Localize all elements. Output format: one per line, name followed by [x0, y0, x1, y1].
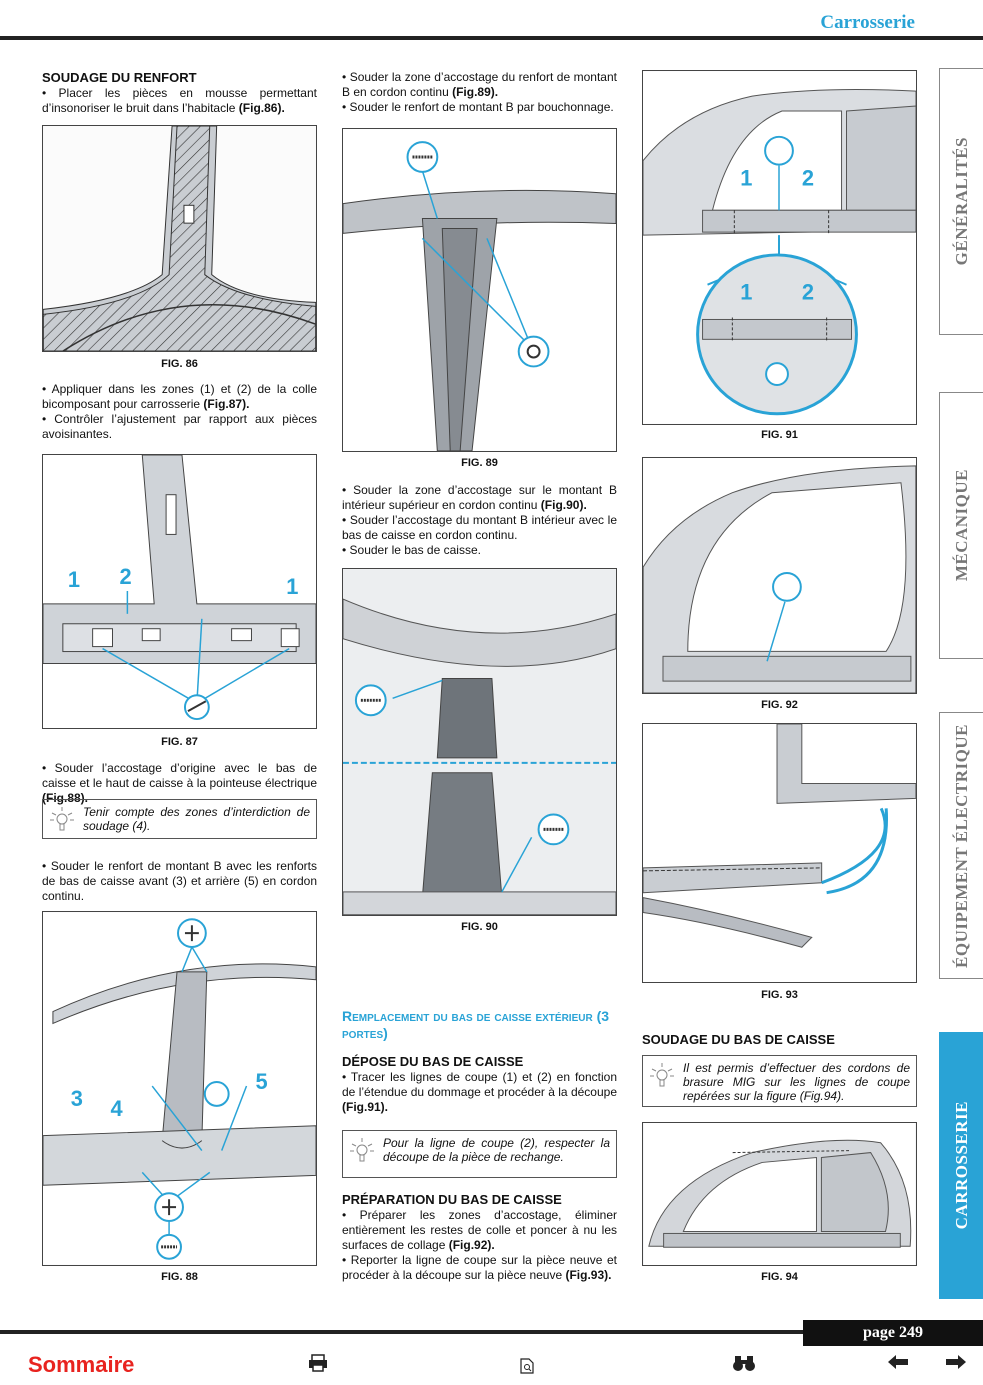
col2-instructions-a: • Souder la zone d’accostage sur le mont… [342, 483, 617, 558]
figure-86 [42, 125, 317, 352]
fig87-callout-1b: 1 [286, 574, 298, 599]
print-icon[interactable] [308, 1354, 328, 1377]
binoculars-icon[interactable] [732, 1354, 756, 1377]
arrow-right-icon[interactable] [945, 1354, 967, 1375]
tab-generalites[interactable]: GÉNÉRALITÉS [939, 68, 983, 335]
figure-92-drawing [643, 458, 916, 693]
figure-88: 3 4 5 [42, 911, 317, 1266]
section-heading: Remplacement du bas de caisse extérieur … [342, 1008, 610, 1041]
fig91-callout-2: 2 [802, 165, 814, 190]
sommaire-link[interactable]: Sommaire [28, 1352, 135, 1377]
tab-equipement-electrique[interactable]: ÉQUIPEMENT ÉLECTRIQUE [939, 712, 983, 979]
figure-94-drawing [643, 1123, 916, 1265]
figure-91-drawing: 1 2 1 2 [643, 71, 916, 424]
warning-note-3: Il est permis d’effectuer des cordons de… [642, 1055, 917, 1107]
figure-93-caption: FIG. 93 [761, 989, 798, 1001]
figure-87-drawing: 1 2 1 [43, 455, 316, 728]
figure-89-caption: FIG. 89 [461, 457, 498, 469]
figure-89-drawing [343, 129, 616, 451]
figure-94 [642, 1122, 917, 1266]
note-text: Tenir compte des zones d’interdiction de… [83, 805, 310, 833]
paragraph: • Souder l’accostage du montant B intéri… [342, 513, 617, 542]
heading-depose: DÉPOSE DU BAS DE CAISSE [342, 1054, 524, 1069]
footer-rule [0, 1330, 983, 1334]
heading-preparation: PRÉPARATION DU BAS DE CAISSE [342, 1192, 562, 1207]
paragraph: • Appliquer dans les zones (1) et (2) de… [42, 382, 317, 411]
fig91-zoom-callout-2: 2 [802, 280, 814, 305]
figure-86-drawing [43, 126, 316, 351]
figure-93-drawing [643, 724, 916, 982]
paragraph: • Tracer les lignes de coupe (1) et (2) … [342, 1070, 617, 1114]
col1-instructions-c: • Souder le renfort de montant B avec le… [42, 859, 317, 904]
fig91-zoom-callout-1: 1 [740, 280, 752, 305]
figure-90 [342, 568, 617, 916]
heading-soudage-bas-de-caisse: SOUDAGE DU BAS DE CAISSE [642, 1032, 835, 1047]
page-number: page 249 [803, 1320, 983, 1346]
col2-section-preparation: PRÉPARATION DU BAS DE CAISSE • Préparer … [342, 1192, 617, 1283]
lightbulb-icon [50, 807, 74, 831]
col1-instructions-a: • Appliquer dans les zones (1) et (2) de… [42, 382, 317, 442]
col1-instructions-b: • Souder l’accostage d’origine avec le b… [42, 761, 317, 806]
figure-94-caption: FIG. 94 [761, 1271, 798, 1283]
fig88-callout-4: 4 [111, 1096, 124, 1121]
heading-soudage-renfort: SOUDAGE DU RENFORT [42, 70, 197, 85]
tab-mecanique[interactable]: MÉCANIQUE [939, 392, 983, 659]
figure-88-caption: FIG. 88 [161, 1271, 198, 1283]
paragraph: • Souder le renfort de montant B par bou… [342, 100, 614, 114]
col3-section-soudage: SOUDAGE DU BAS DE CAISSE [642, 1032, 917, 1048]
fig88-callout-3: 3 [71, 1086, 83, 1111]
figure-88-drawing: 3 4 5 [43, 912, 316, 1265]
running-header: Carrosserie [820, 12, 915, 33]
figure-92 [642, 457, 917, 694]
figure-89 [342, 128, 617, 452]
header-rule [0, 36, 983, 40]
fig88-callout-5: 5 [255, 1069, 267, 1094]
lightbulb-icon [650, 1063, 674, 1087]
figure-91-caption: FIG. 91 [761, 429, 798, 441]
figure-91: 1 2 1 2 [642, 70, 917, 425]
paragraph: • Souder le renfort de montant B avec le… [42, 859, 317, 903]
paragraph: • Souder l’accostage d’origine avec le b… [42, 761, 317, 805]
paragraph: • Contrôler l’ajustement par rapport aux… [42, 412, 317, 441]
col2-intro: • Souder la zone d’accostage du renfort … [342, 70, 617, 115]
paragraph: • Reporter la ligne de coupe sur la pièc… [342, 1253, 617, 1282]
paragraph: • Souder la zone d’accostage du renfort … [342, 70, 617, 99]
arrow-left-icon[interactable] [887, 1354, 909, 1375]
figure-90-drawing [343, 569, 616, 915]
tab-carrosserie[interactable]: CARROSSERIE [939, 1032, 983, 1299]
figure-87: 1 2 1 [42, 454, 317, 729]
paragraph: • Placer les pièces en mousse permettant… [42, 86, 317, 115]
col1-intro: SOUDAGE DU RENFORT • Placer les pièces e… [42, 70, 317, 116]
document-search-icon[interactable] [520, 1358, 534, 1379]
figure-87-caption: FIG. 87 [161, 736, 198, 748]
col2-section-bas-de-caisse: Remplacement du bas de caisse extérieur … [342, 1008, 617, 1115]
fig91-callout-1: 1 [740, 165, 752, 190]
paragraph: • Souder le bas de caisse. [342, 543, 481, 557]
note-text: Il est permis d’effectuer des cordons de… [683, 1061, 910, 1103]
warning-note-1: Tenir compte des zones d’interdiction de… [42, 799, 317, 839]
figure-92-caption: FIG. 92 [761, 699, 798, 711]
note-text: Pour la ligne de coupe (2), respecter la… [383, 1136, 610, 1164]
figure-90-caption: FIG. 90 [461, 921, 498, 933]
fig87-callout-2: 2 [119, 564, 131, 589]
lightbulb-icon [350, 1138, 374, 1162]
paragraph: • Préparer les zones d’accostage, élimin… [342, 1208, 617, 1252]
paragraph: • Souder la zone d’accostage sur le mont… [342, 483, 617, 512]
figure-93 [642, 723, 917, 983]
fig87-callout-1: 1 [68, 567, 80, 592]
figure-86-caption: FIG. 86 [161, 358, 198, 370]
warning-note-2: Pour la ligne de coupe (2), respecter la… [342, 1130, 617, 1178]
